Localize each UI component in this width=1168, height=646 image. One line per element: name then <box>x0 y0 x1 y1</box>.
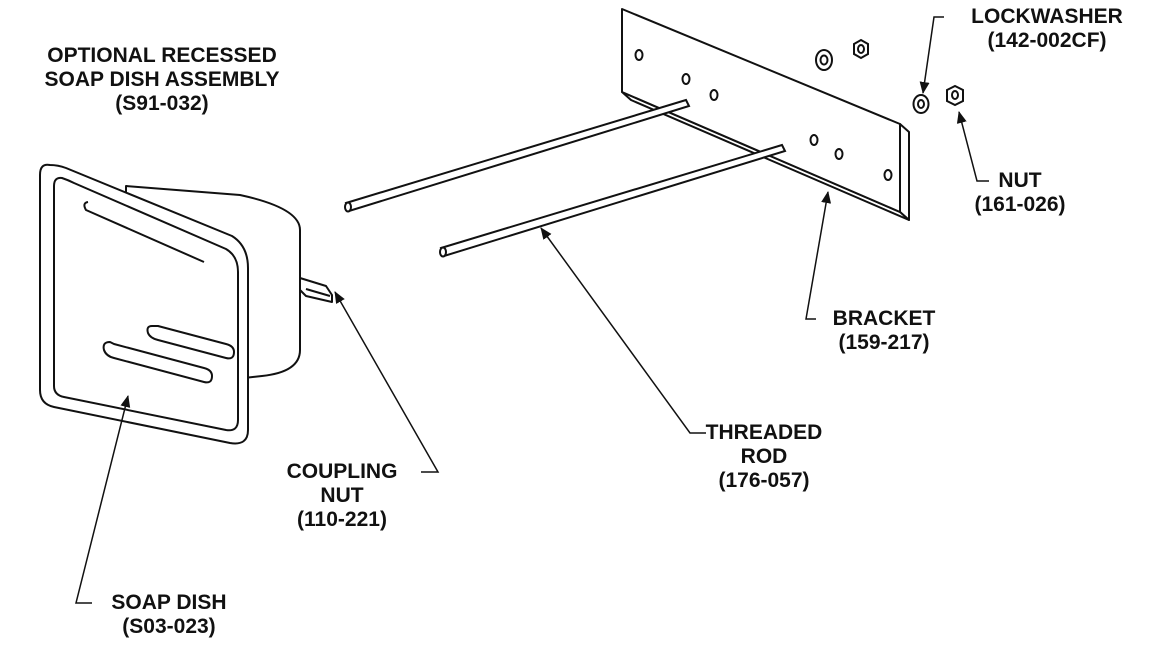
nut-label: NUT (161-026) <box>960 169 1080 217</box>
bracket-name: BRACKET <box>832 307 936 330</box>
soap-dish-label: SOAP DISH (S03-023) <box>94 591 244 639</box>
lower-threaded-rod <box>439 143 787 258</box>
coupling-nut-leader <box>334 291 440 473</box>
bracket-label: BRACKET (159-217) <box>818 307 950 355</box>
assembly-title-line2: SOAP DISH ASSEMBLY <box>44 68 280 91</box>
assembly-title-line1: OPTIONAL RECESSED <box>47 44 277 67</box>
assembly-title: OPTIONAL RECESSED SOAP DISH ASSEMBLY (S9… <box>6 44 318 116</box>
threaded-rod-leader <box>540 227 706 434</box>
lockwasher-part-number: (142-002CF) <box>987 29 1107 52</box>
soap-dish-part <box>39 163 333 445</box>
lockwasher-label: LOCKWASHER (142-002CF) <box>944 5 1150 53</box>
upper-lockwasher-nut <box>815 38 869 71</box>
coupling-nut-line2: NUT <box>320 484 364 507</box>
threaded-rod-line1: THREADED <box>705 421 823 444</box>
upper-threaded-rod <box>344 98 691 213</box>
nut-leader <box>956 111 989 182</box>
nut-part-number: (161-026) <box>974 193 1066 216</box>
lockwasher-leader <box>919 16 944 94</box>
nut-part <box>946 84 964 107</box>
bracket-leader <box>805 191 832 320</box>
coupling-nut-part-number: (110-221) <box>297 508 387 531</box>
assembly-part-number: (S91-032) <box>115 92 209 115</box>
leader-lines <box>75 16 989 604</box>
lockwasher-part <box>912 94 930 114</box>
threaded-rod-part-number: (176-057) <box>718 469 810 492</box>
bracket-part-number: (159-217) <box>838 331 930 354</box>
soap-dish-part-number: (S03-023) <box>122 615 216 638</box>
nut-name: NUT <box>998 169 1042 192</box>
soap-dish-leader <box>75 395 131 604</box>
lockwasher-name: LOCKWASHER <box>971 5 1123 28</box>
threaded-rod-label: THREADED ROD (176-057) <box>704 421 824 493</box>
threaded-rod-line2: ROD <box>740 445 788 468</box>
soap-dish-name: SOAP DISH <box>111 591 227 614</box>
coupling-nut-label: COUPLING NUT (110-221) <box>264 460 420 532</box>
coupling-nut-line1: COUPLING <box>286 460 398 483</box>
